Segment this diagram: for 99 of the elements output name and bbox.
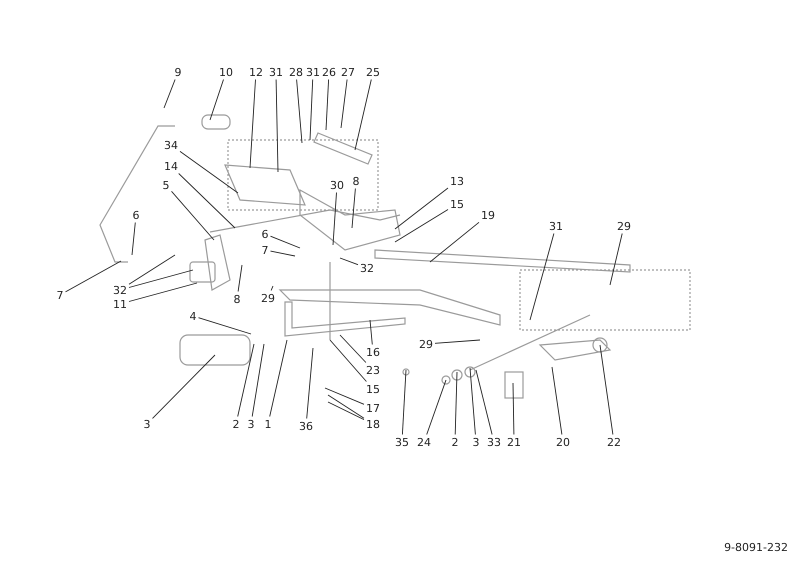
leader-line: [65, 260, 122, 292]
callout-number: 15: [450, 198, 464, 210]
drawing-number: 9-8091-232: [724, 541, 788, 554]
callout-number: 22: [607, 436, 621, 448]
callout-number: 32: [113, 284, 127, 296]
callout-number: 1: [264, 418, 272, 430]
callout-number: 19: [481, 208, 495, 222]
leader-line: [326, 79, 330, 130]
callout-number: 3: [144, 418, 150, 430]
leader-line: [332, 192, 337, 246]
leader-line: [296, 79, 302, 144]
leader-line: [152, 354, 216, 419]
leader-line: [310, 79, 314, 140]
callout-number: 9: [174, 66, 182, 78]
callout-number: 30: [330, 178, 344, 192]
leader-line: [252, 344, 264, 417]
callout-number: 6: [262, 228, 268, 240]
callout-number: 23: [366, 364, 380, 376]
leader-line: [237, 344, 254, 417]
callout-number: 33: [487, 436, 501, 448]
callout-number: 7: [262, 244, 268, 256]
leader-line: [324, 388, 364, 405]
leader-line: [306, 348, 314, 419]
callout-number: 31: [269, 66, 283, 78]
callout-number: 36: [299, 420, 313, 432]
leader-line: [128, 282, 198, 302]
callout-number: 7: [56, 288, 64, 302]
leader-line: [340, 79, 348, 128]
leader-line: [340, 334, 366, 363]
callout-number: 28: [289, 66, 303, 78]
leader-line: [270, 250, 296, 256]
leader-line: [269, 340, 288, 417]
leader-line: [430, 222, 480, 262]
callout-number: 8: [234, 292, 240, 306]
callout-number: 35: [395, 436, 409, 448]
leader-line: [180, 150, 238, 194]
callout-number: 26: [322, 66, 336, 78]
callout-number: 20: [556, 436, 570, 448]
callout-number: 25: [366, 66, 380, 78]
leader-line: [328, 402, 364, 420]
callout-number: 32: [360, 262, 374, 274]
leader-line: [164, 79, 176, 108]
callout-number: 14: [164, 160, 178, 172]
callout-number: 31: [549, 220, 563, 232]
leader-line: [128, 254, 176, 285]
callout-number: 31: [306, 66, 320, 78]
leader-line: [552, 366, 562, 435]
callout-number: 27: [341, 66, 355, 78]
callout-number: 8: [352, 174, 360, 188]
leader-line: [270, 286, 274, 291]
leader-line: [352, 188, 356, 228]
callout-number: 10: [219, 66, 233, 78]
leader-line: [402, 370, 406, 435]
callout-number: 6: [132, 208, 140, 222]
leader-line: [610, 233, 623, 286]
leader-line: [370, 320, 373, 345]
leader-line: [476, 370, 493, 435]
leader-line: [354, 79, 372, 150]
callout-number: 12: [249, 66, 263, 78]
leader-line: [210, 79, 224, 120]
callout-number: 29: [617, 220, 631, 232]
leader-line: [394, 188, 448, 230]
callout-number: 3: [472, 436, 480, 448]
leader-line: [600, 344, 614, 435]
callout-number: 16: [366, 346, 380, 358]
callout-number: 13: [450, 174, 464, 188]
callout-number: 4: [190, 310, 196, 322]
leader-line: [340, 258, 358, 266]
callout-number: 24: [417, 436, 431, 448]
leader-line: [512, 382, 514, 435]
leader-line: [238, 264, 242, 292]
leader-line: [328, 394, 364, 419]
callout-number: 29: [419, 338, 433, 350]
leader-line: [178, 173, 236, 228]
leader-line: [132, 222, 136, 256]
callout-number: 3: [248, 418, 254, 430]
callout-number: 15: [366, 382, 380, 396]
leader-line: [330, 340, 367, 382]
leader-line: [434, 340, 480, 344]
leader-line: [394, 209, 448, 242]
leader-line: [470, 368, 476, 435]
leader-line: [198, 317, 252, 334]
callout-number: 21: [507, 436, 521, 448]
leader-line: [270, 236, 300, 248]
callout-number: 5: [162, 178, 170, 192]
callout-number: 34: [164, 138, 178, 152]
leader-line: [276, 79, 278, 172]
leader-line: [250, 79, 256, 168]
callout-number: 18: [366, 418, 380, 430]
callout-number: 17: [366, 402, 380, 414]
callout-number: 11: [113, 298, 127, 310]
leader-line: [171, 190, 214, 240]
callout-number: 2: [232, 418, 240, 430]
callout-number: 2: [452, 436, 458, 448]
callout-number: 29: [261, 292, 275, 304]
leader-line: [454, 372, 458, 435]
leader-line: [530, 233, 554, 320]
leader-line: [426, 380, 446, 435]
leader-line: [128, 270, 194, 288]
